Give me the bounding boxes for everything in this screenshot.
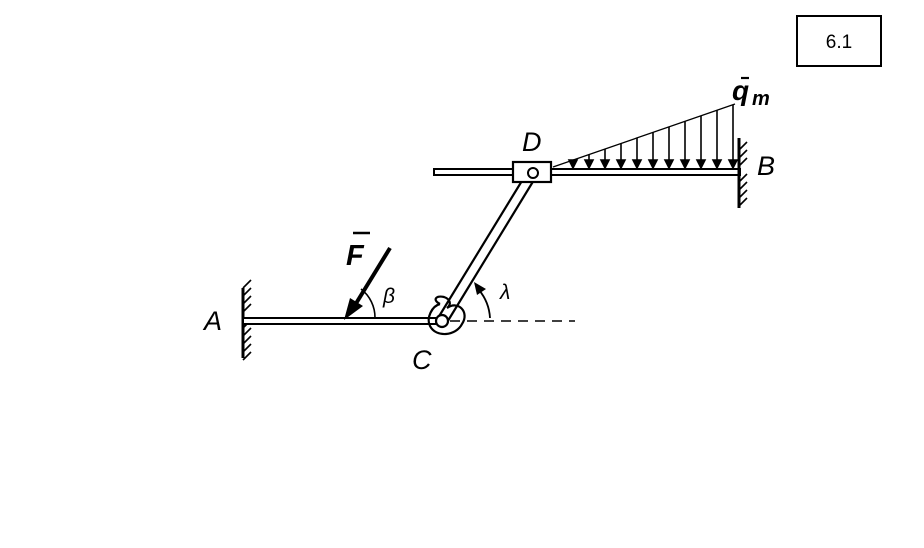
load-arrowhead <box>647 159 659 170</box>
label-force: F <box>346 231 370 272</box>
figure-number-box: 6.1 <box>796 15 882 67</box>
label-beta: β <box>382 285 395 308</box>
label-b: B <box>757 151 775 181</box>
load-arrowhead <box>679 159 691 170</box>
svg-text:m: m <box>752 88 770 110</box>
load-arrowhead <box>567 159 579 170</box>
load-arrowhead <box>663 159 675 170</box>
svg-text:F: F <box>346 240 365 272</box>
label-lambda: λ <box>499 281 510 304</box>
load-arrowhead <box>711 159 723 170</box>
label-load: q m <box>732 75 770 110</box>
beam-ac <box>242 317 443 325</box>
label-d: D <box>522 127 542 157</box>
svg-text:q: q <box>732 75 749 106</box>
label-a: A <box>202 306 222 336</box>
load-arrowhead <box>727 159 739 170</box>
load-arrowhead <box>599 159 611 170</box>
pin-d <box>527 167 539 179</box>
beam-db <box>433 168 741 176</box>
angle-lambda-arc <box>474 282 491 319</box>
load-arrowhead <box>583 159 595 170</box>
hinge-c <box>427 295 466 336</box>
label-c: C <box>412 345 432 375</box>
force-f-arrow <box>344 246 392 320</box>
load-arrowhead <box>615 159 627 170</box>
angle-beta-arc <box>360 288 376 319</box>
load-arrowhead <box>695 159 707 170</box>
wall-support-b <box>737 138 748 208</box>
distributed-load <box>552 103 739 170</box>
rod-cd <box>437 170 538 325</box>
load-arrowhead <box>631 159 643 170</box>
figure-number: 6.1 <box>826 32 852 53</box>
